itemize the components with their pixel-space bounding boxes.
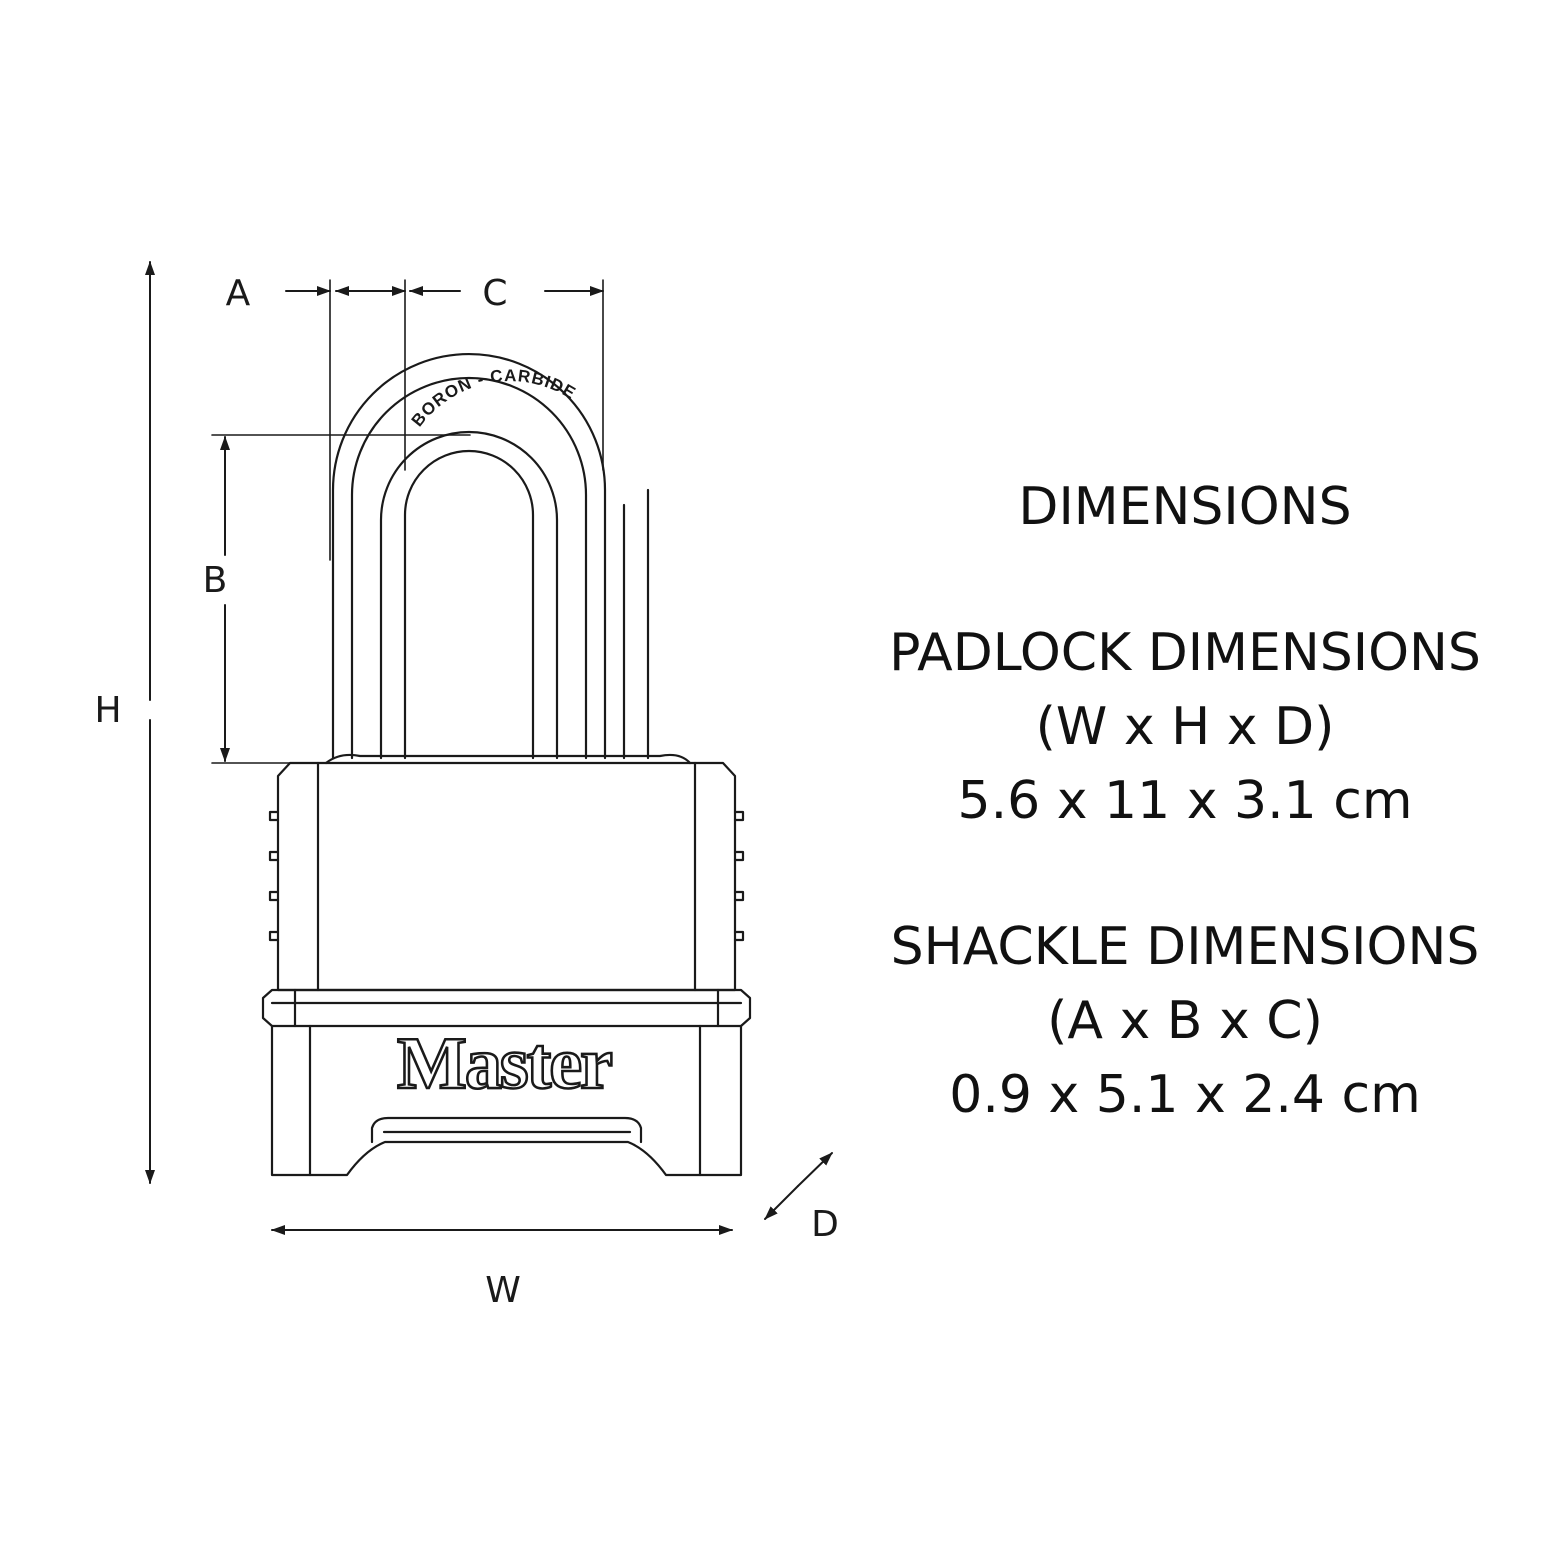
label-d: D [811,1204,839,1245]
extension-lines [211,279,604,764]
shackle-dimensions-format: (A x B x C) [1047,991,1323,1051]
shackle [331,352,650,760]
shackle-dimensions-value: 0.9 x 5.1 x 2.4 cm [949,1065,1421,1125]
padlock-dimensions-format: (W x H x D) [1035,697,1335,757]
dimension-arrows [145,261,833,1235]
brand-logo: Master [397,1023,612,1105]
label-w: W [485,1270,521,1311]
label-c: C [482,273,507,314]
padlock-dimensions-heading: PADLOCK DIMENSIONS [889,623,1481,683]
padlock-dimensions-value: 5.6 x 11 x 3.1 cm [957,771,1413,831]
arrow-d-up [797,1152,833,1187]
dimensions-title: DIMENSIONS [1018,477,1352,537]
padlock-body [261,753,752,1177]
arrow-d-down [764,1185,799,1220]
label-b: B [203,560,228,601]
shackle-dimensions-heading: SHACKLE DIMENSIONS [890,917,1480,977]
shackle-engraving: BORON - CARBIDE [408,366,580,430]
label-a: A [226,273,251,314]
dimensions-panel: DIMENSIONS PADLOCK DIMENSIONS (W x H x D… [880,470,1490,1132]
label-h: H [94,690,121,731]
